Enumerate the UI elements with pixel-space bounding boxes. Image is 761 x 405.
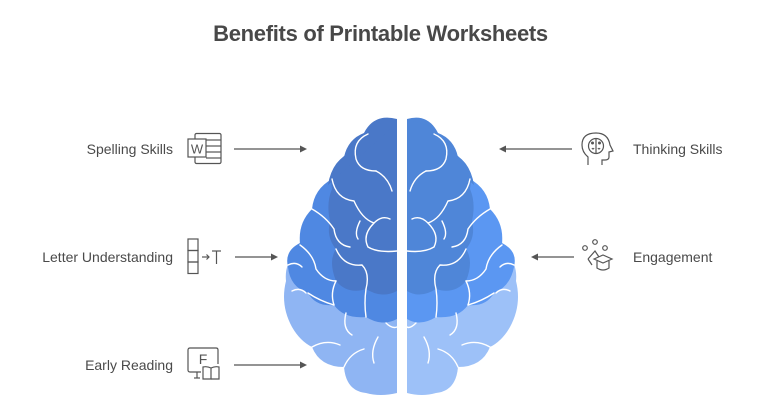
arrow-right-icon — [234, 361, 307, 369]
svg-text:F: F — [199, 351, 208, 367]
letter-board-book-icon: F — [187, 347, 220, 380]
label-spelling-skills: Spelling Skills — [86, 141, 173, 157]
svg-text:W: W — [191, 142, 204, 157]
arrow-right-icon — [235, 253, 278, 261]
right-hemisphere — [406, 117, 518, 395]
word-document-icon: W — [187, 132, 222, 165]
label-thinking-skills: Thinking Skills — [633, 141, 723, 157]
diagram-title: Benefits of Printable Worksheets — [213, 21, 548, 46]
graduation-cap-network-icon — [582, 239, 614, 271]
label-engagement: Engagement — [633, 249, 713, 265]
arrow-left-icon — [499, 145, 572, 153]
label-letter-understanding: Letter Understanding — [42, 249, 173, 265]
arrow-right-icon — [234, 145, 307, 153]
letter-blocks-to-text-icon — [187, 238, 221, 275]
left-hemisphere — [284, 117, 398, 395]
arrow-left-icon — [531, 253, 574, 261]
brain-illustration — [284, 117, 518, 395]
head-brain-icon — [581, 132, 614, 165]
label-early-reading: Early Reading — [85, 357, 173, 373]
